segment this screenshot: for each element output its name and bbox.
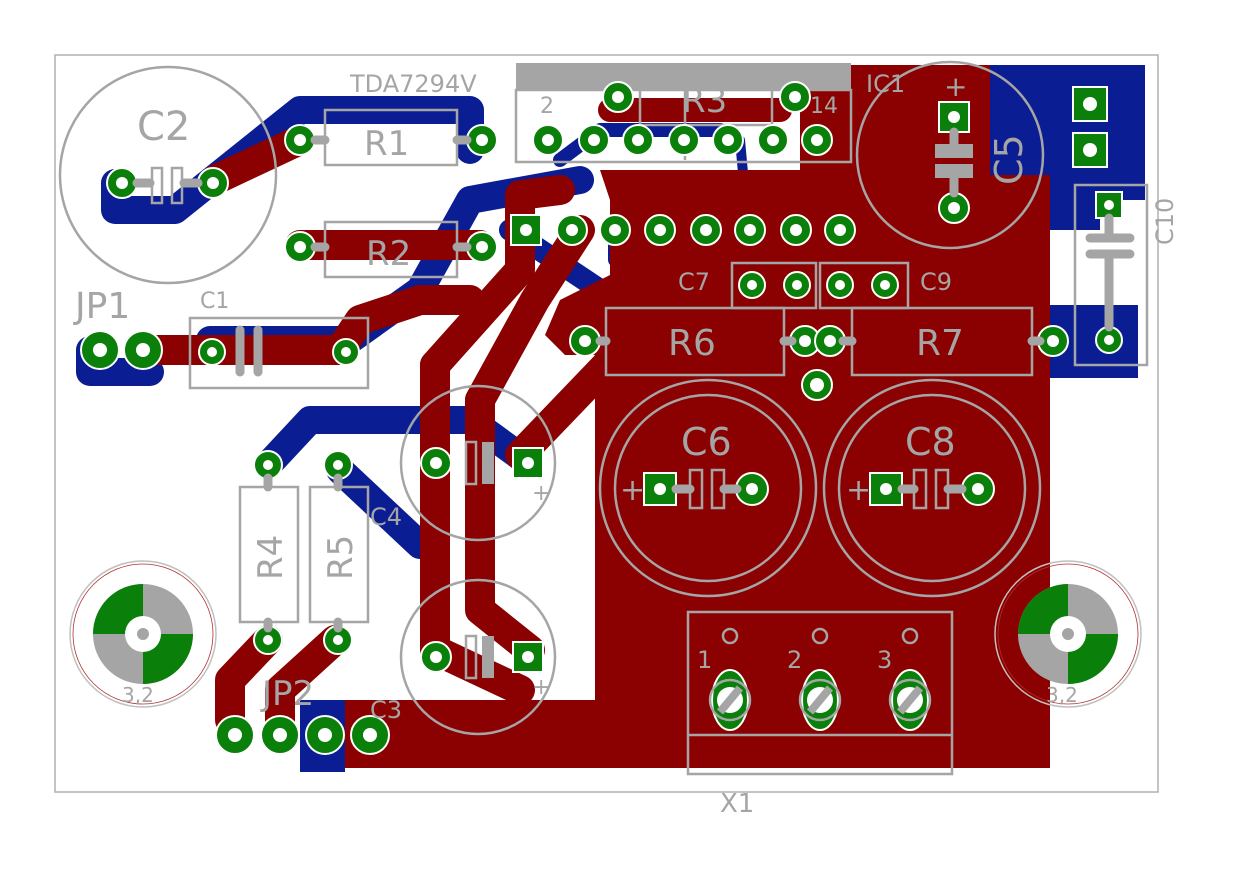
- jp2-label: JP2: [260, 674, 314, 714]
- x1-screw-slots: [708, 678, 932, 722]
- c3-label: C3: [370, 696, 402, 724]
- ic-pin14-label: 14: [810, 94, 838, 119]
- component-leads: [132, 127, 1114, 633]
- ic-ref-label: IC1: [866, 70, 905, 98]
- c2-label: C2: [137, 104, 190, 150]
- r1-label: R1: [364, 124, 409, 164]
- r7-label: R7: [916, 323, 964, 364]
- x1-pin1-label: 1: [697, 646, 712, 674]
- c10-label: C10: [1151, 198, 1179, 245]
- c6-plus-label: +: [620, 473, 645, 508]
- x1-pin3-label: 3: [877, 646, 892, 674]
- c1-label: C1: [200, 289, 229, 314]
- c5-label: C5: [987, 134, 1031, 185]
- c9-label: C9: [920, 268, 952, 296]
- c3-plus-label: +: [532, 675, 550, 700]
- c4-label: C4: [370, 503, 402, 531]
- x1-pin2-label: 2: [787, 646, 802, 674]
- c8-label: C8: [905, 420, 956, 464]
- mounting-hole-right: [994, 560, 1142, 708]
- ic-name-label: TDA7294V: [349, 70, 477, 98]
- r6-label: R6: [668, 323, 716, 364]
- x1-label: X1: [720, 789, 754, 819]
- mounting-hole-left: [69, 560, 217, 708]
- r5-label: R5: [321, 535, 361, 580]
- r2-label: R2: [366, 234, 411, 274]
- hole-left-label: 3,2: [122, 683, 154, 707]
- c8-plus-label: +: [846, 473, 871, 508]
- r3-label: R3: [682, 81, 727, 121]
- c6-label: C6: [681, 420, 732, 464]
- ic-outline: [514, 88, 853, 164]
- c7-label: C7: [678, 268, 710, 296]
- ic-pin2-label: 2: [540, 94, 554, 119]
- c4-plus-label: +: [532, 481, 550, 506]
- pads-layer: [80, 81, 1123, 755]
- hole-right-label: 3,2: [1046, 683, 1078, 707]
- c5-plus-label: +: [944, 70, 967, 103]
- r4-label: R4: [251, 535, 291, 580]
- jp1-label: JP1: [73, 286, 130, 327]
